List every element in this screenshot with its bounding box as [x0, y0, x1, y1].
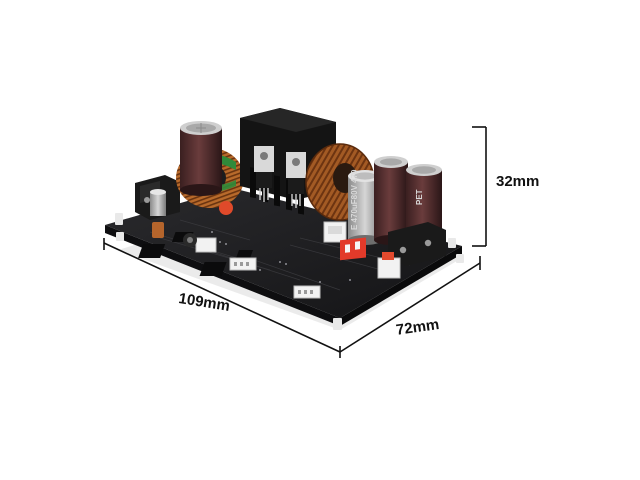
- small-inductor-front: [183, 233, 197, 247]
- height-label: 32mm: [496, 173, 540, 190]
- connector-left: [195, 237, 217, 253]
- length-dimension-line: [103, 242, 341, 353]
- connector-middle: [229, 257, 257, 271]
- capacitor-marking-front-left: E 470uF80V 470: [350, 169, 359, 230]
- connector-right: [377, 252, 401, 279]
- dip-switch: [340, 237, 366, 261]
- dimension-lines: [103, 126, 487, 358]
- pcb-board: [105, 188, 464, 330]
- small-orange-capacitor: [152, 222, 164, 238]
- small-capacitor-left: [150, 189, 166, 216]
- connector-front: [293, 285, 321, 299]
- white-connectors: [195, 221, 401, 299]
- electrolytic-capacitor-back-right: [374, 156, 408, 245]
- width-dimension-line: [339, 262, 481, 353]
- power-transistors: [254, 146, 306, 208]
- capacitor-marking-right: PET: [415, 189, 424, 205]
- right-terminal-block: [388, 222, 446, 266]
- electrolytic-capacitor-back-left: [180, 121, 222, 196]
- connector-center-top: [323, 221, 347, 243]
